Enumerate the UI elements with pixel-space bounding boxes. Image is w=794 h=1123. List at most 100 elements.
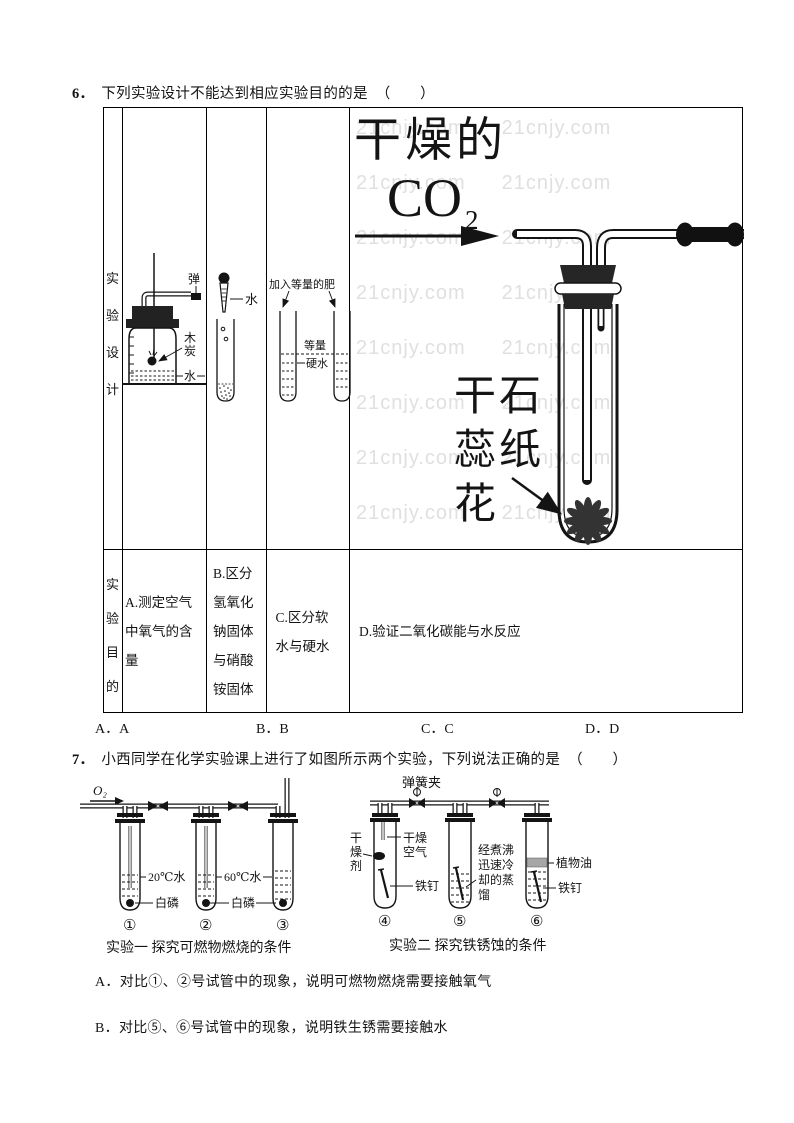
q6-option-c: C．C bbox=[421, 722, 454, 737]
watermark-text: 21cnjy.com bbox=[356, 117, 466, 139]
table-divider bbox=[349, 108, 350, 712]
desiccant-icon bbox=[373, 852, 385, 860]
watermark-text: 21cnjy.com bbox=[356, 337, 466, 359]
row-header-design: 实验设计 bbox=[105, 271, 119, 397]
question-6-brackets: （ ） bbox=[375, 86, 435, 102]
dropper-icon bbox=[219, 282, 229, 313]
dropper-bulb bbox=[218, 272, 230, 284]
tube-number-5: ⑤ bbox=[453, 914, 466, 930]
clamp-label: 弹 bbox=[188, 272, 200, 286]
question-7-text: 小西同学在化学实验课上进行了如图所示两个实验，下列说法正确的是 bbox=[101, 752, 561, 768]
white-phosphorus-icon bbox=[279, 899, 287, 907]
purpose-cell-b: B.区分氢氧化钠固体与硝酸铵固体 bbox=[213, 566, 254, 697]
test-tube-stopper bbox=[554, 265, 622, 309]
hard-water-label: 硬水 bbox=[306, 357, 328, 370]
q7-option-a: A．对比①、②号试管中的现象，说明可燃物燃烧需要接触氧气 bbox=[95, 975, 492, 990]
test-tube-3 bbox=[268, 813, 298, 911]
svg-text:却的蒸: 却的蒸 bbox=[478, 872, 514, 887]
svg-text:炭: 炭 bbox=[184, 344, 196, 358]
rubber-joint-icon bbox=[148, 801, 248, 811]
test-tube-5 bbox=[445, 813, 475, 909]
row-header-purpose: 实验目的 bbox=[105, 577, 119, 694]
water-surface bbox=[131, 370, 174, 381]
phosphorus-label-1: 白磷 bbox=[155, 895, 179, 910]
question-7-stem: 7． 小西同学在化学实验课上进行了如图所示两个实验，下列说法正确的是 （ ） bbox=[72, 748, 627, 769]
iron-nail-icon bbox=[379, 869, 390, 899]
water-label: 水 bbox=[245, 292, 258, 307]
flower-label-line2: 蕊纸 bbox=[454, 428, 544, 474]
co2-subscript: 2 bbox=[465, 205, 479, 235]
test-tube-soft-water bbox=[333, 311, 351, 402]
iron-nail-label-4: 铁钉 bbox=[415, 879, 439, 893]
tube-number-4: ④ bbox=[378, 914, 391, 930]
spring-clamp-label: 弹簧夹 bbox=[402, 775, 441, 790]
question-6-table: 实验设计 实验目的 21cnjy.com 21cnjy.com 21cnjy.co… bbox=[103, 107, 744, 713]
table-divider bbox=[206, 108, 207, 712]
tube-number-2: ② bbox=[199, 918, 212, 934]
q6-option-d: D．D bbox=[585, 722, 620, 737]
q6-option-b: B．B bbox=[256, 722, 289, 737]
droplet-icon bbox=[223, 336, 229, 342]
svg-text:空气: 空气 bbox=[403, 844, 427, 859]
watermark-text: 21cnjy.com bbox=[356, 447, 466, 469]
gas-bottle bbox=[128, 327, 177, 385]
watermark-text: 21cnjy.com bbox=[356, 172, 466, 194]
dry-air-label: 干燥 bbox=[403, 831, 427, 845]
diagram-d-co2-water: 干燥的 CO 2 bbox=[354, 115, 744, 545]
bottle-stopper bbox=[132, 306, 173, 319]
question-6-text: 下列实验设计不能达到相应实验目的的是 bbox=[101, 86, 368, 102]
q7-option-b: B．对比⑤、⑥号试管中的现象，说明铁生锈需要接触水 bbox=[95, 1021, 448, 1036]
spring-clamp-icon bbox=[409, 788, 505, 808]
iron-nail-label-6: 铁钉 bbox=[558, 881, 582, 895]
test-tube-6 bbox=[522, 813, 552, 909]
equal-label: 等量 bbox=[304, 338, 326, 352]
watermark-text: 21cnjy.com bbox=[356, 392, 466, 414]
add-soap-label: 加入等量的肥 bbox=[269, 277, 335, 291]
droplet-icon bbox=[220, 326, 226, 332]
diagram-a-oxygen-measure: 弹 木 炭 bbox=[122, 253, 206, 385]
watermark-text: 21cnjy.com bbox=[356, 502, 466, 524]
svg-text:馏: 馏 bbox=[478, 888, 490, 902]
experiment-1-diagram: O₂ bbox=[80, 778, 298, 956]
purpose-cell-a: A.测定空气中氧气的含量 bbox=[125, 595, 193, 668]
vegetable-oil-layer bbox=[526, 857, 548, 868]
watermark-text: 21cnjy.com bbox=[356, 227, 466, 249]
pinch-clamp-icon bbox=[191, 293, 201, 300]
co2-label: CO bbox=[387, 168, 462, 228]
test-tube-2 bbox=[191, 813, 221, 911]
white-phosphorus-icon bbox=[126, 899, 134, 907]
oxygen-label: O₂ bbox=[93, 783, 107, 798]
question-7-number: 7． bbox=[72, 752, 95, 768]
tube-number-6: ⑥ bbox=[530, 914, 543, 930]
question-6-stem: 6．下列实验设计不能达到相应实验目的的是（ ） bbox=[72, 82, 435, 103]
test-tube bbox=[216, 319, 235, 402]
diagram-b-naoh-nh4no3: 水 bbox=[216, 272, 258, 402]
watermark-text: 21cnjy.com bbox=[501, 117, 612, 139]
experiment-2-diagram: 弹簧夹 bbox=[350, 775, 592, 954]
white-phosphorus-icon bbox=[202, 899, 210, 907]
flower-label-line3: 花 bbox=[454, 482, 496, 528]
water-label: 水 bbox=[184, 369, 196, 383]
boiled-water-label: 经煮沸 bbox=[478, 843, 514, 857]
vegetable-oil-label: 植物油 bbox=[556, 855, 592, 870]
q6-option-a: A．A bbox=[95, 722, 130, 737]
charcoal-icon bbox=[147, 356, 157, 366]
purpose-cell-c: C.区分软水与硬水 bbox=[275, 609, 330, 654]
test-tube-hard-water bbox=[279, 311, 297, 402]
svg-text:剂: 剂 bbox=[350, 858, 362, 873]
watermark-text: 21cnjy.com bbox=[501, 172, 612, 194]
experiment-1-caption: 实验一 探究可燃物燃烧的条件 bbox=[106, 939, 292, 956]
question-7-brackets: （ ） bbox=[568, 752, 628, 768]
test-tube-1 bbox=[115, 813, 145, 911]
tube-number-3: ③ bbox=[276, 918, 289, 934]
flame-icon bbox=[148, 348, 158, 357]
iron-nail-icon bbox=[532, 871, 543, 903]
water-60-label: 60℃水 bbox=[224, 870, 261, 884]
test-tube-4 bbox=[370, 813, 400, 909]
experiment-2-caption: 实验二 探究铁锈蚀的条件 bbox=[389, 937, 547, 954]
water-20-label: 20℃水 bbox=[148, 870, 185, 884]
purpose-cell-d: D.验证二氧化碳能与水反应 bbox=[359, 624, 521, 639]
solid-sample bbox=[219, 385, 232, 400]
phosphorus-label-2: 白磷 bbox=[231, 895, 255, 910]
